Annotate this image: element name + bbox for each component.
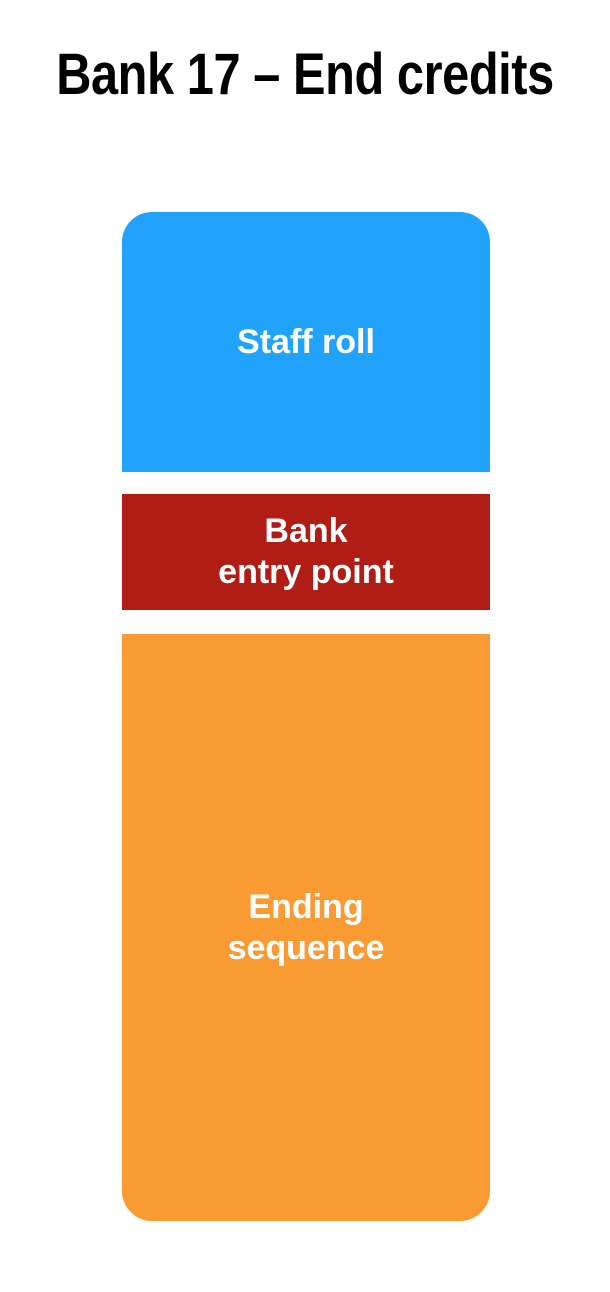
bank-memory-map: Staff roll Bank entry point Ending seque… <box>122 212 490 1221</box>
block-gap-lower <box>122 610 490 634</box>
memory-block-label-ending-sequence: Ending sequence <box>227 887 385 967</box>
block-gap-upper <box>122 472 490 494</box>
memory-block-staff-roll: Staff roll <box>122 212 490 472</box>
memory-block-bank-entry-point: Bank entry point <box>122 494 490 610</box>
memory-block-label-staff-roll: Staff roll <box>237 322 375 361</box>
page-title: Bank 17 – End credits <box>56 42 554 107</box>
memory-block-ending-sequence: Ending sequence <box>122 634 490 1221</box>
memory-block-label-bank-entry-point: Bank entry point <box>218 512 394 591</box>
